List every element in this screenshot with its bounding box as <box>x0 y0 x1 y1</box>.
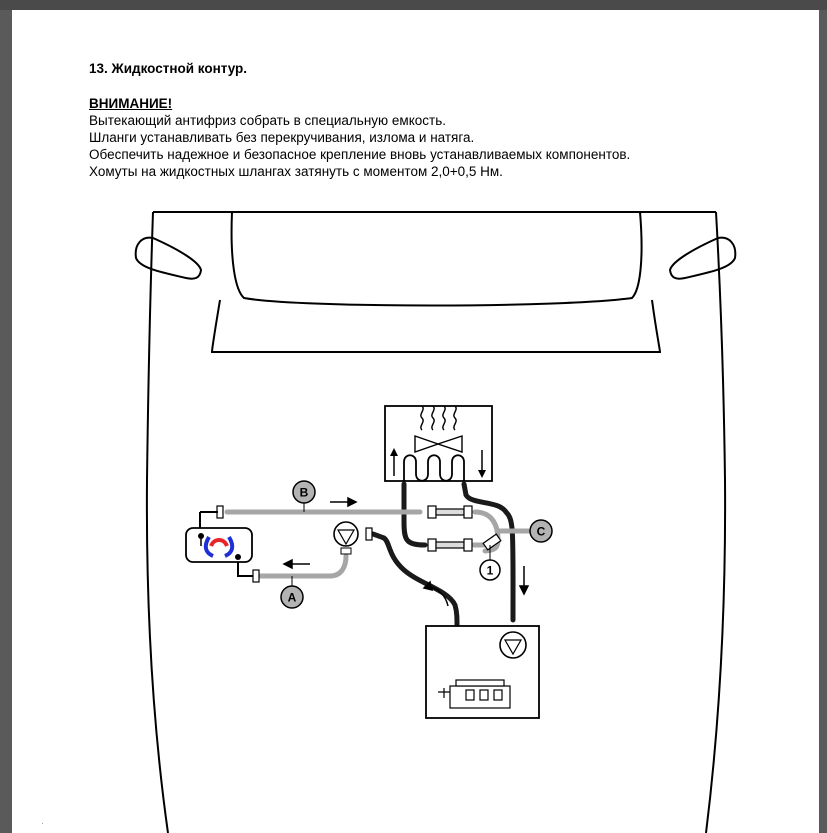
flow-up-arrow-icon <box>390 448 398 476</box>
label-c: C <box>529 519 553 543</box>
warning-title: ВНИМАНИЕ! <box>89 96 173 111</box>
car-outline <box>134 211 737 833</box>
engine <box>425 625 540 719</box>
label-1-text: 1 <box>487 564 494 578</box>
engine-icon <box>438 679 511 709</box>
warning-line: Вытекающий антифриз собрать в специальну… <box>89 113 446 128</box>
circulation-pump <box>333 521 359 555</box>
fan-icon <box>414 435 463 453</box>
flow-arrows <box>282 496 530 607</box>
dark-hoses <box>370 481 516 629</box>
arrow-down-icon <box>518 566 530 596</box>
warning-line: Шланги устанавливать без перекручивания,… <box>89 130 475 145</box>
arrow-right-icon <box>330 496 358 508</box>
heat-exchanger-coil <box>403 454 465 484</box>
label-b-text: B <box>300 486 309 500</box>
warning-line: Обеспечить надежное и безопасное креплен… <box>89 147 631 162</box>
arrow-curved-icon <box>422 580 449 607</box>
tee-connector <box>482 533 502 562</box>
warning-line: Хомуты на жидкостных шлангах затянуть с … <box>89 164 503 179</box>
label-b: B <box>292 480 316 512</box>
label-1: 1 <box>479 559 501 581</box>
heat-waves-icon <box>420 405 457 431</box>
arrow-left-icon <box>282 558 310 570</box>
label-a-text: A <box>288 591 297 605</box>
page-corner-mark: · <box>41 818 44 828</box>
section-heading: 13. Жидкостной контур. <box>89 61 248 76</box>
heater-unit <box>185 511 253 577</box>
radiator <box>384 405 493 484</box>
label-a: A <box>280 576 304 609</box>
label-c-text: C <box>537 525 546 539</box>
viewer-top-bar <box>0 0 827 10</box>
flow-down-arrow-icon <box>478 450 486 478</box>
warning-text: Вытекающий антифриз собрать в специальну… <box>89 112 630 180</box>
